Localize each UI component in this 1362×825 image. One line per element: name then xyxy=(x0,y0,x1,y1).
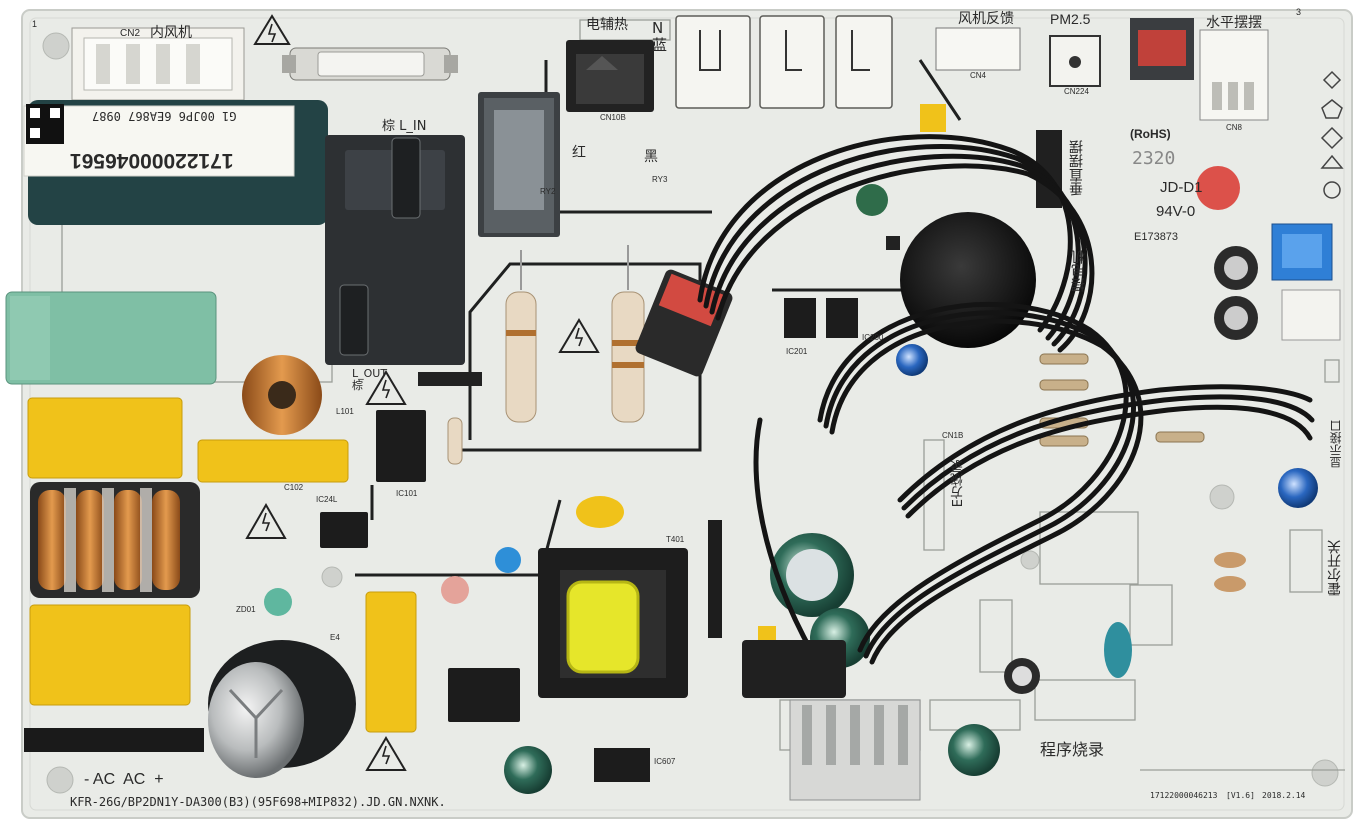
barcode-small-text: G1 00JP6 6EA867 0987 xyxy=(92,109,237,123)
t401-label: T401 xyxy=(666,535,685,544)
small-components xyxy=(264,104,1246,678)
board-version: [V1.6] xyxy=(1226,791,1255,800)
cn1b-label: CN1B xyxy=(942,431,964,440)
integrated-circuits xyxy=(320,298,858,782)
ic101-label: IC101 xyxy=(396,489,418,498)
ac-terminal-labels: - AC AC + xyxy=(84,771,164,788)
red-inspection-sticker xyxy=(1196,166,1240,210)
ic607-label: IC607 xyxy=(654,757,676,766)
ic24l-label: IC24L xyxy=(316,495,338,504)
main-relay xyxy=(325,135,465,365)
date-code-2320: 2320 xyxy=(1132,148,1176,169)
board-date: 2018.2.14 xyxy=(1262,791,1306,800)
jd-d1-mark: JD-D1 xyxy=(1160,179,1203,196)
barcode-number: 17122000046561 xyxy=(70,149,234,172)
relay-ry2 xyxy=(478,92,560,237)
transformer-block xyxy=(23,100,328,225)
horizontal-swing-label: 水平摆摆 xyxy=(1206,15,1262,31)
corner-mark-1: 1 xyxy=(32,19,38,29)
white-header xyxy=(1281,289,1341,341)
top-right-connectors xyxy=(935,18,1269,121)
top-terminal-blocks xyxy=(675,15,893,109)
v0-mark: 94V-0 xyxy=(1156,203,1196,220)
toroid-inductor xyxy=(242,355,322,435)
corner-mark-3: 3 xyxy=(1296,7,1302,17)
l101-label: L101 xyxy=(336,407,354,416)
serial-bottom: 17122000046213 xyxy=(1150,791,1218,800)
inner-fan-label: 内风机 xyxy=(150,25,192,41)
n-blue-label: N 蓝 xyxy=(652,19,668,54)
power-resistors xyxy=(505,245,645,423)
warning-triangles xyxy=(245,14,600,771)
model-line: KFR-26G/BP2DN1Y-DA300(B3)(95F698+MIP832)… xyxy=(70,795,446,809)
vertical-swing-label: 垂直摆摆 xyxy=(1069,140,1085,196)
cn8-label: CN8 xyxy=(1226,123,1243,132)
black-wire-label: 黑 xyxy=(644,149,658,165)
pm25-label: PM2.5 xyxy=(1050,11,1091,27)
ry2-label: RY2 xyxy=(540,187,556,196)
l-in-label: 棕 L_IN xyxy=(382,119,427,134)
program-burn-label: 程序烧录 xyxy=(1040,740,1105,759)
ry3-label: RY3 xyxy=(652,175,668,184)
display-symbols xyxy=(1320,70,1344,199)
barcode-label xyxy=(23,105,295,177)
buzzer xyxy=(900,212,1036,348)
cn10b-label: CN10B xyxy=(600,113,626,122)
fuse xyxy=(282,47,458,81)
ic200-label: IC200 xyxy=(862,333,884,342)
hall-switch-label: 霍尔开关 xyxy=(1327,540,1343,596)
mounting-holes xyxy=(42,32,1339,794)
c102-label: C102 xyxy=(284,483,304,492)
ic201-label: IC201 xyxy=(786,347,808,356)
inner-fan-connector xyxy=(71,27,245,101)
inner-fan-code: CN2 xyxy=(120,28,141,39)
cn224-label: CN224 xyxy=(1064,87,1089,96)
zd01-label: ZD01 xyxy=(236,605,256,614)
l-out-label: L_OUT 棕 xyxy=(352,367,388,393)
fan-feedback-label: 风机反馈 xyxy=(958,11,1014,27)
display-port-label: 显示接口 xyxy=(1329,420,1343,468)
rohs-mark: (RoHS) xyxy=(1130,127,1171,141)
x2-capacitor-teal xyxy=(5,291,217,385)
cn4-label: CN4 xyxy=(970,71,987,80)
ul-number: E173873 xyxy=(1134,231,1179,243)
wire-harness xyxy=(697,134,1315,683)
e4-label: E4 xyxy=(330,633,340,642)
yellow-capacitors xyxy=(27,397,417,733)
common-mode-choke xyxy=(30,482,200,598)
e-program-label: E方烧录 xyxy=(951,460,966,508)
warning-bolts xyxy=(261,23,584,765)
heatsink xyxy=(789,699,921,801)
switching-transformer xyxy=(538,548,688,698)
bulk-capacitor xyxy=(208,640,356,778)
red-wire-label: 红 xyxy=(572,145,586,161)
heater-connector xyxy=(566,40,654,112)
harness-connector-black xyxy=(742,640,846,698)
bottom-cable xyxy=(24,728,204,752)
swing-motor-label: 摆电机 xyxy=(1071,250,1087,292)
electric-heat-label: 电辅热 xyxy=(586,17,628,33)
